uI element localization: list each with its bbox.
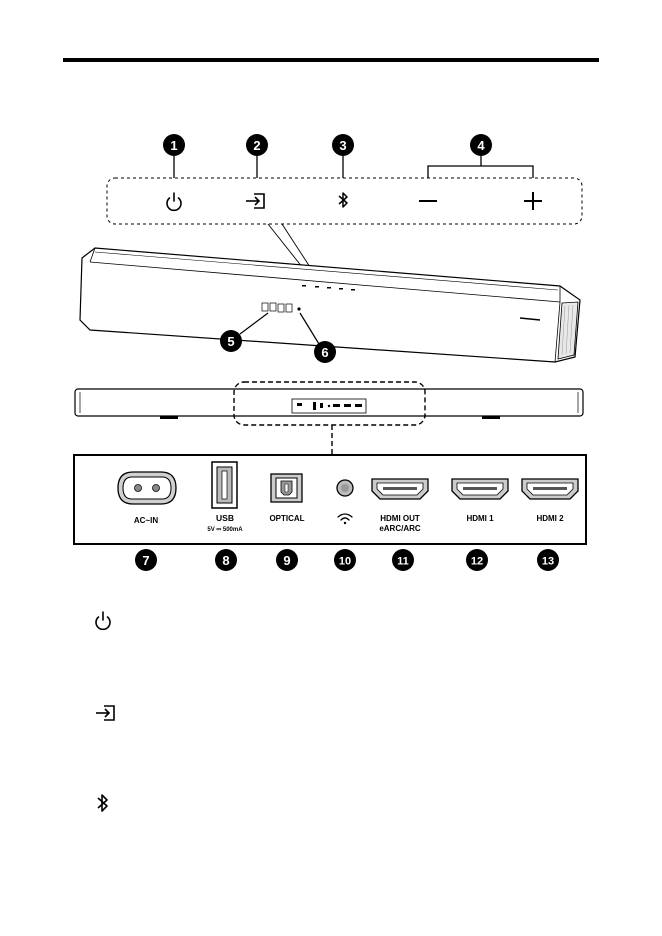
usb-spec-label: 5V ⎓ 500mA xyxy=(207,527,243,533)
svg-text:1: 1 xyxy=(170,138,177,153)
ac-in-socket xyxy=(118,472,176,504)
svg-text:7: 7 xyxy=(142,553,149,568)
hdmi-1-port xyxy=(452,479,508,499)
callout-13: 13 xyxy=(537,549,559,571)
svg-text:9: 9 xyxy=(283,553,290,568)
svg-text:11: 11 xyxy=(397,556,409,568)
hdmi-out-label: HDMI OUT xyxy=(380,514,420,523)
plus-icon xyxy=(524,192,542,210)
callout-6: 6 xyxy=(314,341,336,363)
callout-10: 10 xyxy=(334,549,356,571)
ac-in-label: AC~IN xyxy=(134,516,158,525)
callout-4: 4 xyxy=(470,134,492,156)
svg-text:8: 8 xyxy=(222,553,229,568)
usb-label: USB xyxy=(216,513,234,523)
bluetooth-icon xyxy=(339,193,347,207)
hdmi-out-port xyxy=(372,479,428,499)
callout-3: 3 xyxy=(332,134,354,156)
power-icon xyxy=(167,193,181,210)
header-rule xyxy=(63,58,599,62)
svg-text:3: 3 xyxy=(339,138,346,153)
svg-text:13: 13 xyxy=(542,556,554,568)
usb-port xyxy=(212,462,237,508)
hdmi-2-port xyxy=(522,479,578,499)
legend-bluetooth-icon xyxy=(98,795,107,811)
callout-1: 1 xyxy=(163,134,185,156)
callout-8: 8 xyxy=(215,549,237,571)
callout-5: 5 xyxy=(220,330,242,352)
svg-text:6: 6 xyxy=(321,345,328,360)
svg-text:12: 12 xyxy=(471,556,483,568)
hdmi-2-label: HDMI 2 xyxy=(536,514,564,523)
callout-12: 12 xyxy=(466,549,488,571)
legend-power-icon xyxy=(96,612,110,629)
hdmi-1-label: HDMI 1 xyxy=(466,514,494,523)
svg-text:4: 4 xyxy=(477,138,485,153)
legend-input-source-icon xyxy=(96,706,114,720)
optical-label: OPTICAL xyxy=(269,514,304,523)
input-source-icon xyxy=(246,194,264,208)
soundbar-rear-view xyxy=(75,389,583,419)
svg-text:2: 2 xyxy=(253,138,260,153)
wifi-reset-button xyxy=(337,480,353,496)
callout-11: 11 xyxy=(392,549,414,571)
optical-port xyxy=(271,474,302,502)
callout-2: 2 xyxy=(246,134,268,156)
hdmi-out-earc-label: eARC/ARC xyxy=(379,524,421,533)
svg-text:5: 5 xyxy=(227,334,234,349)
callout-7: 7 xyxy=(135,549,157,571)
svg-text:10: 10 xyxy=(339,556,351,568)
callout-9: 9 xyxy=(276,549,298,571)
